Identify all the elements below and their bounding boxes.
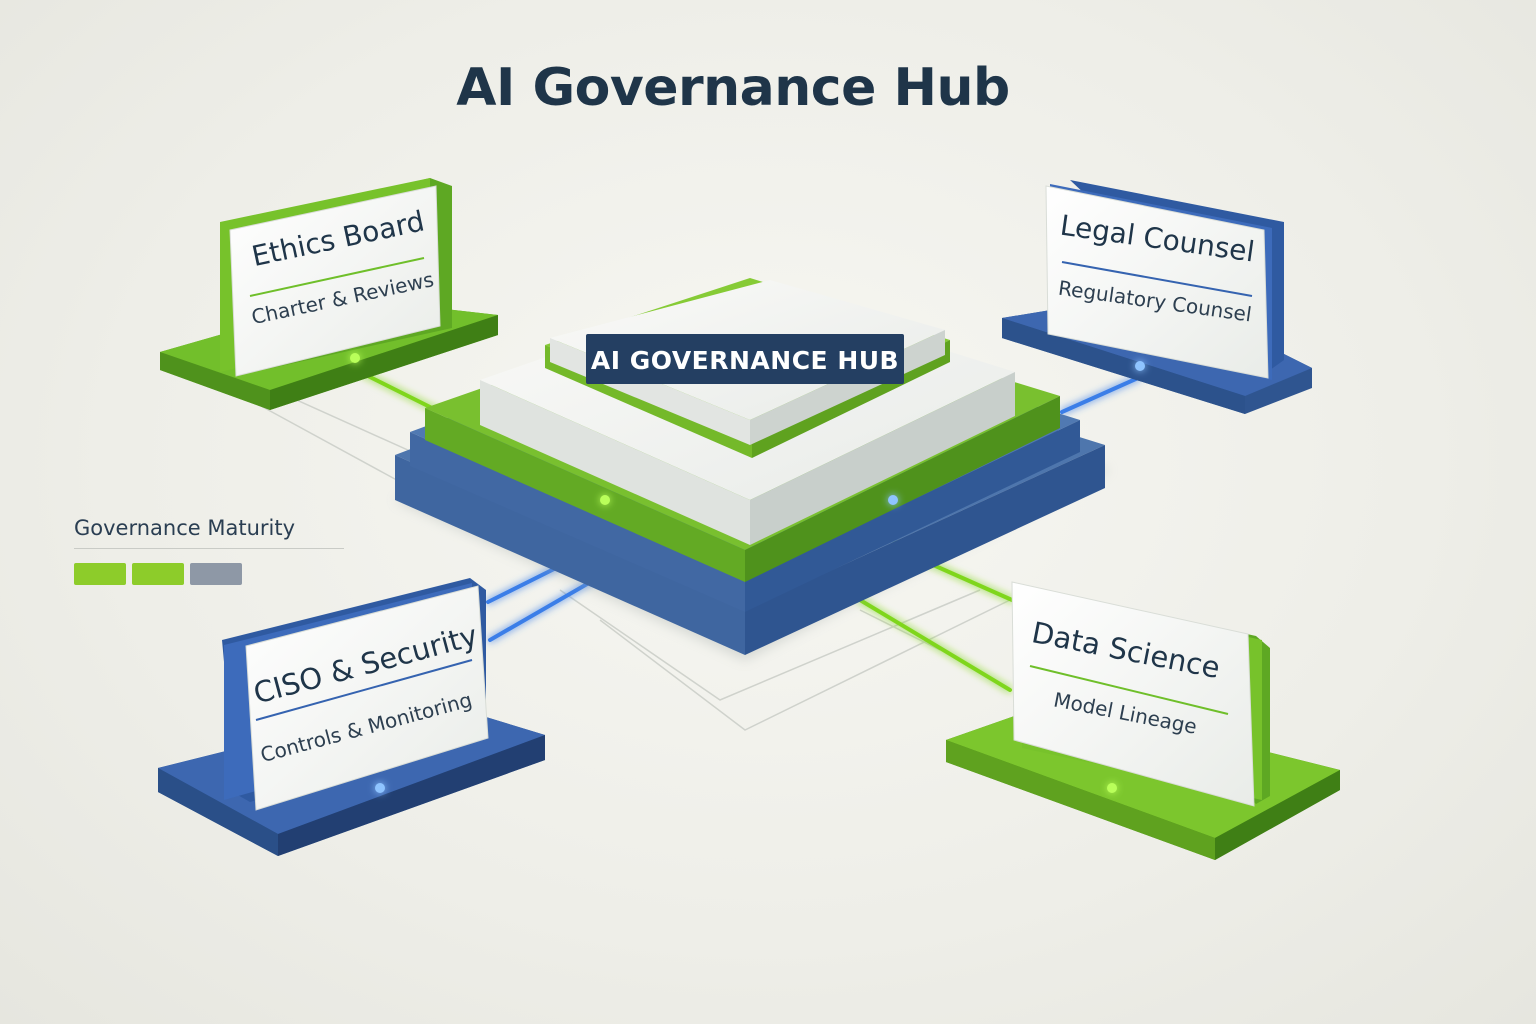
legend-title: Governance Maturity bbox=[74, 516, 344, 549]
node-legal-counsel bbox=[1002, 180, 1312, 414]
legend-swatches bbox=[74, 563, 344, 585]
node-data-science bbox=[946, 581, 1340, 860]
page-title: AI Governance Hub bbox=[456, 58, 1010, 118]
hub-label-plate: AI GOVERNANCE HUB bbox=[586, 334, 904, 384]
hub-label: AI GOVERNANCE HUB bbox=[591, 346, 899, 375]
glow-dots bbox=[350, 353, 1145, 793]
hub-platform bbox=[395, 278, 1110, 660]
node-ciso-security bbox=[158, 578, 545, 856]
legend-swatch-1 bbox=[74, 563, 126, 585]
legend-swatch-2 bbox=[132, 563, 184, 585]
node-ethics-board bbox=[160, 178, 498, 410]
legend: Governance Maturity bbox=[74, 516, 344, 585]
legend-swatch-3 bbox=[190, 563, 242, 585]
